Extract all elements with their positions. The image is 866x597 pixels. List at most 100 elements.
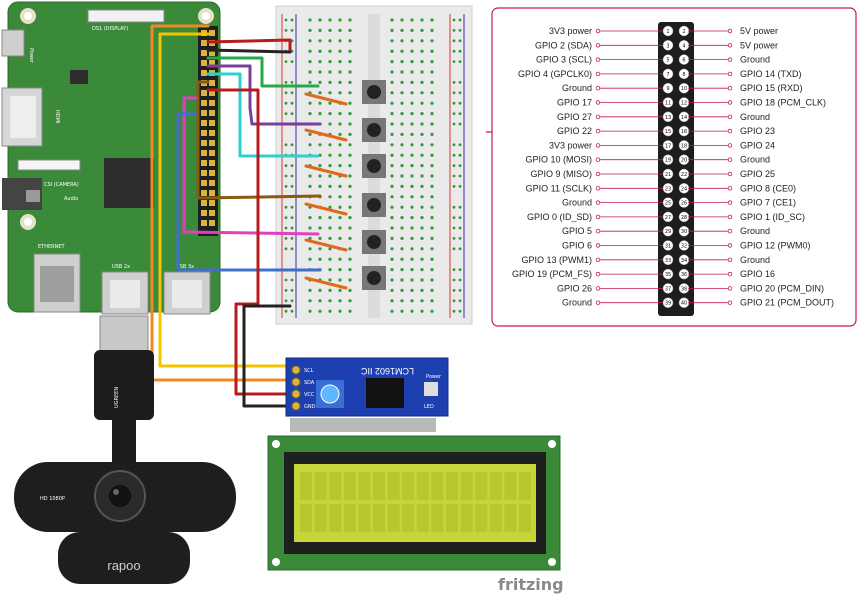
rail-hole (452, 49, 456, 53)
gpio-pin (201, 160, 207, 166)
pin-label-left: GPIO 27 (557, 112, 592, 122)
breadboard-hole (430, 153, 434, 157)
breadboard-hole (338, 122, 342, 126)
rail-hole (458, 299, 462, 303)
svg-text:26: 26 (681, 201, 687, 207)
gpio-pin (201, 140, 207, 146)
breadboard-hole (420, 278, 424, 282)
rail-hole (458, 39, 462, 43)
breadboard-hole (430, 184, 434, 188)
breadboard-hole (308, 60, 312, 64)
audio-label: Audio (64, 196, 78, 202)
breadboard-hole (328, 299, 332, 303)
breadboard-hole (308, 70, 312, 74)
breadboard-hole (410, 143, 414, 147)
breadboard-hole (328, 153, 332, 157)
svg-text:20: 20 (681, 158, 687, 164)
rail-hole (290, 101, 294, 105)
rail-hole (458, 205, 462, 209)
breadboard-hole (430, 28, 434, 32)
gpio-pin (201, 220, 207, 226)
rail-hole (284, 18, 288, 22)
svg-text:19: 19 (665, 158, 671, 164)
pin-label-right: 5V power (740, 40, 778, 50)
breadboard-hole (430, 226, 434, 230)
breadboard-hole (420, 216, 424, 220)
rail-hole (284, 101, 288, 105)
breadboard-hole (308, 112, 312, 116)
rail-hole (452, 226, 456, 230)
rail-hole (290, 164, 294, 168)
breadboard-hole (390, 247, 394, 251)
breadboard-hole (400, 122, 404, 126)
svg-text:13: 13 (665, 115, 671, 121)
lcd-char-cell (431, 472, 444, 500)
breadboard-hole (328, 39, 332, 43)
breadboard-hole (410, 91, 414, 95)
breadboard-hole (308, 216, 312, 220)
gpio-pin (209, 130, 215, 136)
rail-hole (452, 39, 456, 43)
breadboard-hole (308, 49, 312, 53)
breadboard-hole (420, 112, 424, 116)
header-pin (662, 25, 674, 37)
svg-text:2: 2 (682, 29, 685, 35)
breadboard-hole (420, 164, 424, 168)
header-pin (662, 97, 674, 108)
breadboard-hole (410, 288, 414, 292)
pin-label-right: 5V power (740, 26, 778, 36)
pin-label-left: 3V3 power (549, 140, 592, 150)
rail-hole (290, 205, 294, 209)
gpio-pin (209, 200, 215, 206)
breadboard-hole (390, 184, 394, 188)
lcd-pin-label: SCL (304, 368, 314, 374)
breadboard-hole (338, 288, 342, 292)
rail-hole (284, 299, 288, 303)
pin-label-left: 3V3 power (549, 26, 592, 36)
breadboard-hole (338, 299, 342, 303)
header-pin (662, 183, 674, 194)
breadboard-hole (348, 101, 352, 105)
display-label: DS1 (DISPLAY) (92, 26, 128, 32)
breadboard-hole (430, 101, 434, 105)
breadboard-hole (318, 28, 322, 32)
usb2-label: USB 2x (112, 264, 130, 270)
breadboard-hole (328, 278, 332, 282)
breadboard-hole (420, 60, 424, 64)
header-pin (662, 40, 674, 51)
breadboard-hole (410, 278, 414, 282)
gpio-pin (201, 40, 207, 46)
rail-hole (458, 309, 462, 313)
breadboard-hole (328, 247, 332, 251)
breadboard-hole (318, 91, 322, 95)
breadboard-hole (318, 257, 322, 261)
breadboard-hole (430, 299, 434, 303)
breadboard-hole (410, 195, 414, 199)
lcd-char-cell (373, 472, 385, 500)
breadboard-hole (420, 28, 424, 32)
breadboard-hole (430, 112, 434, 116)
lcd-char-cell (314, 504, 327, 532)
breadboard-hole (318, 70, 322, 74)
rail-hole (452, 299, 456, 303)
breadboard-hole (400, 184, 404, 188)
breadboard-hole (390, 122, 394, 126)
rail-hole (458, 60, 462, 63)
breadboard-hole (348, 70, 352, 74)
breadboard-hole (348, 174, 352, 178)
breadboard-hole (308, 39, 312, 43)
rail-hole (458, 122, 462, 126)
breadboard-hole (410, 236, 414, 240)
pin-label-right: GPIO 8 (CE0) (740, 183, 796, 193)
cable-brand: UGREEN (114, 387, 120, 408)
rail-hole (458, 174, 462, 178)
gpio-pin (209, 90, 215, 96)
breadboard-hole (410, 247, 414, 251)
gpio-pin (209, 100, 215, 106)
push-button (362, 230, 386, 254)
breadboard-hole (338, 143, 342, 147)
breadboard-hole (390, 60, 394, 64)
breadboard-hole (400, 288, 404, 292)
